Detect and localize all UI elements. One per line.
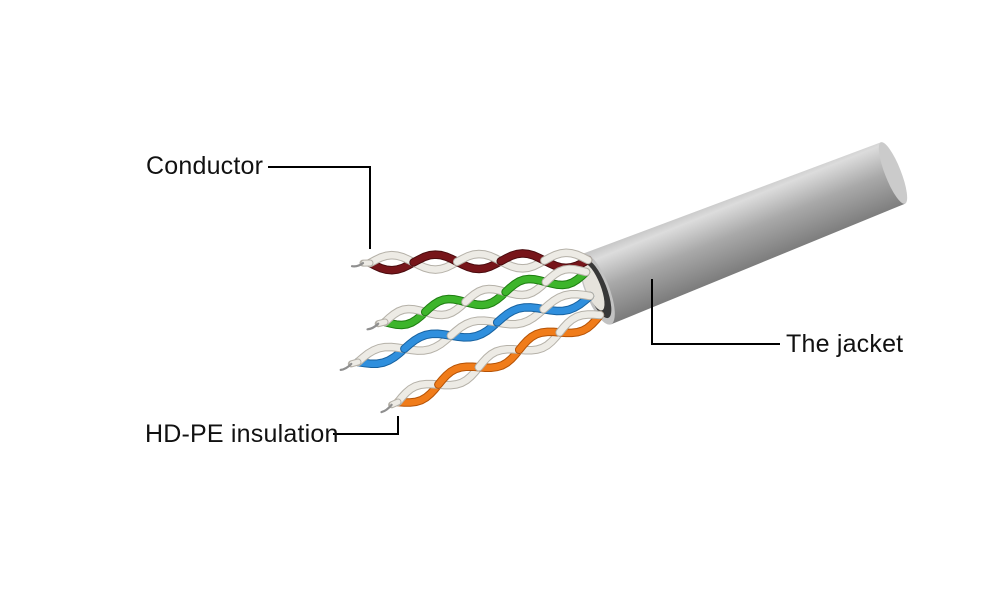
wire-strand-segment <box>410 258 461 273</box>
jacket-body <box>583 142 905 325</box>
wire-strand-segment <box>394 380 442 406</box>
wire-strand-segment <box>475 346 523 371</box>
wire-strand-segment <box>381 305 429 326</box>
wire-strand-segment <box>502 275 550 296</box>
wire-strand-segment <box>556 311 604 336</box>
wire-strand-segment <box>462 285 509 306</box>
wire-strand-segment <box>401 332 455 354</box>
wire-strand-segment <box>540 292 594 315</box>
wire-strand-segment <box>394 381 442 406</box>
wire-strand-segment <box>350 262 365 268</box>
jacket-far-cap <box>878 142 908 204</box>
insulation-leader-line <box>333 416 399 435</box>
twisted-pair-green <box>366 264 591 331</box>
wire-strand-segment <box>541 249 592 264</box>
wire-strand-segment <box>447 319 501 341</box>
wire-strand-segment <box>354 345 408 368</box>
twisted-pairs <box>339 248 605 414</box>
wire-strand-segment <box>421 295 469 316</box>
wire-strand-segment <box>502 278 550 299</box>
wire-strand-segment <box>493 304 547 326</box>
hdpe-insulation-label: HD-PE insulation <box>145 420 339 448</box>
wire-strand-segment <box>462 288 509 309</box>
wire-strand-segment <box>447 317 501 339</box>
wire-strand-segment <box>339 362 353 371</box>
wire-strand-segment <box>421 298 469 319</box>
wire-strand-segment <box>515 328 563 354</box>
conductor-label: Conductor <box>146 152 264 180</box>
wire-strand-segment <box>515 329 563 354</box>
wire-strand-segment <box>349 359 361 367</box>
wire-strand-segment <box>540 290 594 313</box>
wire-strand-segment <box>381 308 429 329</box>
wire-strand-segment <box>401 330 455 353</box>
wire-strand-segment <box>366 251 417 267</box>
wire-strand-segment <box>376 319 388 326</box>
wire-strand-segment <box>453 257 505 273</box>
jacket-label: The jacket <box>786 330 904 358</box>
wire-strand-segment <box>354 343 408 366</box>
wire-strand-segment <box>435 363 483 389</box>
twisted-pair-brown <box>350 248 593 275</box>
conductor-leader-line <box>268 166 371 249</box>
wire-strand-segment <box>497 257 548 272</box>
wire-strand-segment <box>366 322 380 331</box>
cable-jacket <box>579 142 908 325</box>
twisted-pair-orange <box>380 310 605 414</box>
wire-strand-segment <box>410 251 461 266</box>
wire-strand-segment <box>475 346 523 371</box>
wire-strand-segment <box>380 403 393 414</box>
wire-strand-segment <box>493 305 547 328</box>
wire-strand-segment <box>542 265 590 286</box>
wire-strand-segment <box>366 259 417 274</box>
leader-lines <box>268 166 780 435</box>
twisted-pair-blue <box>339 289 595 371</box>
wire-strand-segment <box>453 250 505 266</box>
jacket-leader-line <box>651 279 780 345</box>
wire-strand-segment <box>556 311 604 337</box>
wire-strand-segment <box>497 250 548 265</box>
wire-strand-segment <box>542 268 590 289</box>
wire-strand-segment <box>390 399 401 407</box>
wire-strand-segment <box>435 363 483 388</box>
